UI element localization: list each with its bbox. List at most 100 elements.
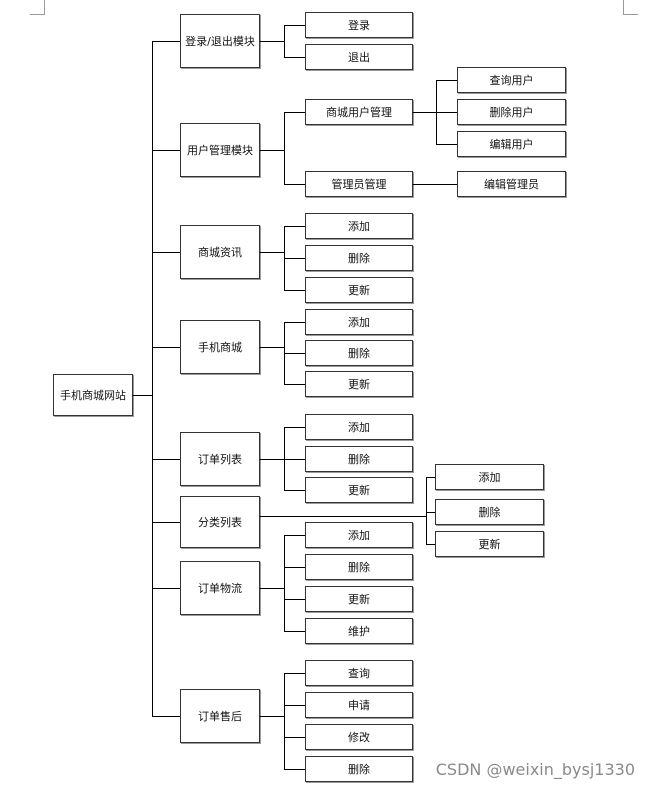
connector-leaf [426, 544, 435, 545]
module-node-after-sales: 订单售后 [180, 689, 260, 743]
connector-leaf [284, 535, 305, 536]
leaf-label: 更新 [348, 284, 370, 297]
connector-leaf [284, 322, 305, 323]
connector-leaf [284, 290, 305, 291]
leaf-label: 删除 [348, 453, 370, 466]
module-node-shop-news: 商城资讯 [180, 225, 260, 279]
leaf-node-add: 添加 [435, 464, 544, 490]
leaf-label: 更新 [348, 593, 370, 606]
module-label: 订单售后 [198, 710, 242, 723]
connector-module-3 [152, 347, 180, 348]
leaf-node-add: 添加 [305, 213, 413, 239]
leaf-node-delete: 删除 [305, 756, 413, 782]
connector-module-2-out [260, 252, 284, 253]
watermark: CSDN @weixin_bysj1330 [435, 760, 635, 779]
leaf-label: 添加 [348, 316, 370, 329]
leaf-label: 维护 [348, 625, 370, 638]
module-node-phone-shop: 手机商城 [180, 320, 260, 374]
connector-module-4 [152, 459, 180, 460]
connector-leaf [426, 512, 435, 513]
module-label: 分类列表 [198, 516, 242, 529]
connector-leaf [284, 490, 305, 491]
root-label: 手机商城网站 [60, 389, 126, 402]
leaf-label: 更新 [348, 484, 370, 497]
leaf-label: 登录 [348, 19, 370, 32]
connector-submodule [284, 112, 305, 113]
connector-module-4-out [260, 459, 284, 460]
module-node-category-list: 分类列表 [180, 496, 260, 548]
connector-leaf [284, 384, 305, 385]
leaf-label: 申请 [348, 699, 370, 712]
connector-leaf [426, 477, 435, 478]
leaf-node-edit-user: 编辑用户 [457, 131, 566, 157]
leaf-label: 更新 [348, 378, 370, 391]
crop-mark-top-left [30, 0, 45, 15]
connector-leaf [284, 631, 305, 632]
connector-submodule [284, 184, 305, 185]
connector-main-bus [152, 41, 153, 716]
leaf-node-modify: 修改 [305, 724, 413, 750]
connector-leaf [436, 112, 457, 113]
connector-submodule-0-out [413, 112, 436, 113]
module-label: 订单物流 [198, 582, 242, 595]
leaf-label: 删除 [478, 506, 501, 519]
leaf-label: 查询 [348, 667, 370, 680]
connector-module-5-bus [426, 477, 427, 545]
connector-module-6 [152, 588, 180, 589]
leaf-node-add: 添加 [305, 309, 413, 335]
connector-leaf [284, 57, 305, 58]
leaf-node-apply: 申请 [305, 692, 413, 718]
module-label: 订单列表 [198, 453, 242, 466]
connector-root [133, 395, 152, 396]
connector-module-1 [152, 150, 180, 151]
leaf-label: 退出 [348, 51, 370, 64]
module-label: 登录/退出模块 [185, 35, 255, 48]
leaf-node-query-user: 查询用户 [457, 67, 566, 93]
leaf-node-delete-user: 删除用户 [457, 99, 566, 125]
leaf-node-query: 查询 [305, 660, 413, 686]
module-node-order-list: 订单列表 [180, 432, 260, 486]
leaf-node-login: 登录 [305, 12, 413, 38]
module-node-order-logistics: 订单物流 [180, 561, 260, 615]
leaf-node-update: 更新 [305, 477, 413, 503]
leaf-node-delete: 删除 [305, 554, 413, 580]
leaf-label: 删除 [348, 561, 370, 574]
connector-module-5 [152, 522, 180, 523]
leaf-node-maintain: 维护 [305, 618, 413, 644]
leaf-label: 编辑管理员 [484, 178, 539, 191]
submodule-node-shop-users: 商城用户管理 [305, 99, 413, 125]
connector-leaf [284, 705, 305, 706]
module-label: 手机商城 [198, 341, 242, 354]
connector-module-2 [152, 252, 180, 253]
leaf-label: 添加 [348, 529, 370, 542]
connector-leaf [284, 353, 305, 354]
module-node-user-management: 用户管理模块 [180, 123, 260, 177]
connector-leaf [284, 427, 305, 428]
submodule-node-admins: 管理员管理 [305, 171, 413, 197]
connector-leaf [284, 459, 305, 460]
connector-leaf [284, 258, 305, 259]
connector-module-1-out [260, 150, 284, 151]
connector-module-1-bus [284, 112, 285, 185]
connector-leaf [284, 769, 305, 770]
root-node: 手机商城网站 [53, 374, 133, 416]
leaf-node-update: 更新 [435, 531, 544, 557]
connector-module-6-out [260, 588, 284, 589]
connector-module-7-out [260, 716, 284, 717]
module-node-login-logout: 登录/退出模块 [180, 14, 260, 68]
leaf-node-add: 添加 [305, 522, 413, 548]
leaf-node-delete: 删除 [305, 340, 413, 366]
connector-module-0 [152, 41, 180, 42]
connector-module-7 [152, 716, 180, 717]
leaf-node-logout: 退出 [305, 44, 413, 70]
leaf-node-update: 更新 [305, 277, 413, 303]
leaf-label: 添加 [348, 421, 370, 434]
connector-leaf [436, 80, 457, 81]
leaf-label: 删除 [348, 763, 370, 776]
module-label: 用户管理模块 [187, 144, 253, 157]
leaf-node-delete: 删除 [305, 245, 413, 271]
connector-module-6-bus [284, 535, 285, 632]
connector-leaf [284, 226, 305, 227]
leaf-label: 添加 [478, 471, 501, 484]
